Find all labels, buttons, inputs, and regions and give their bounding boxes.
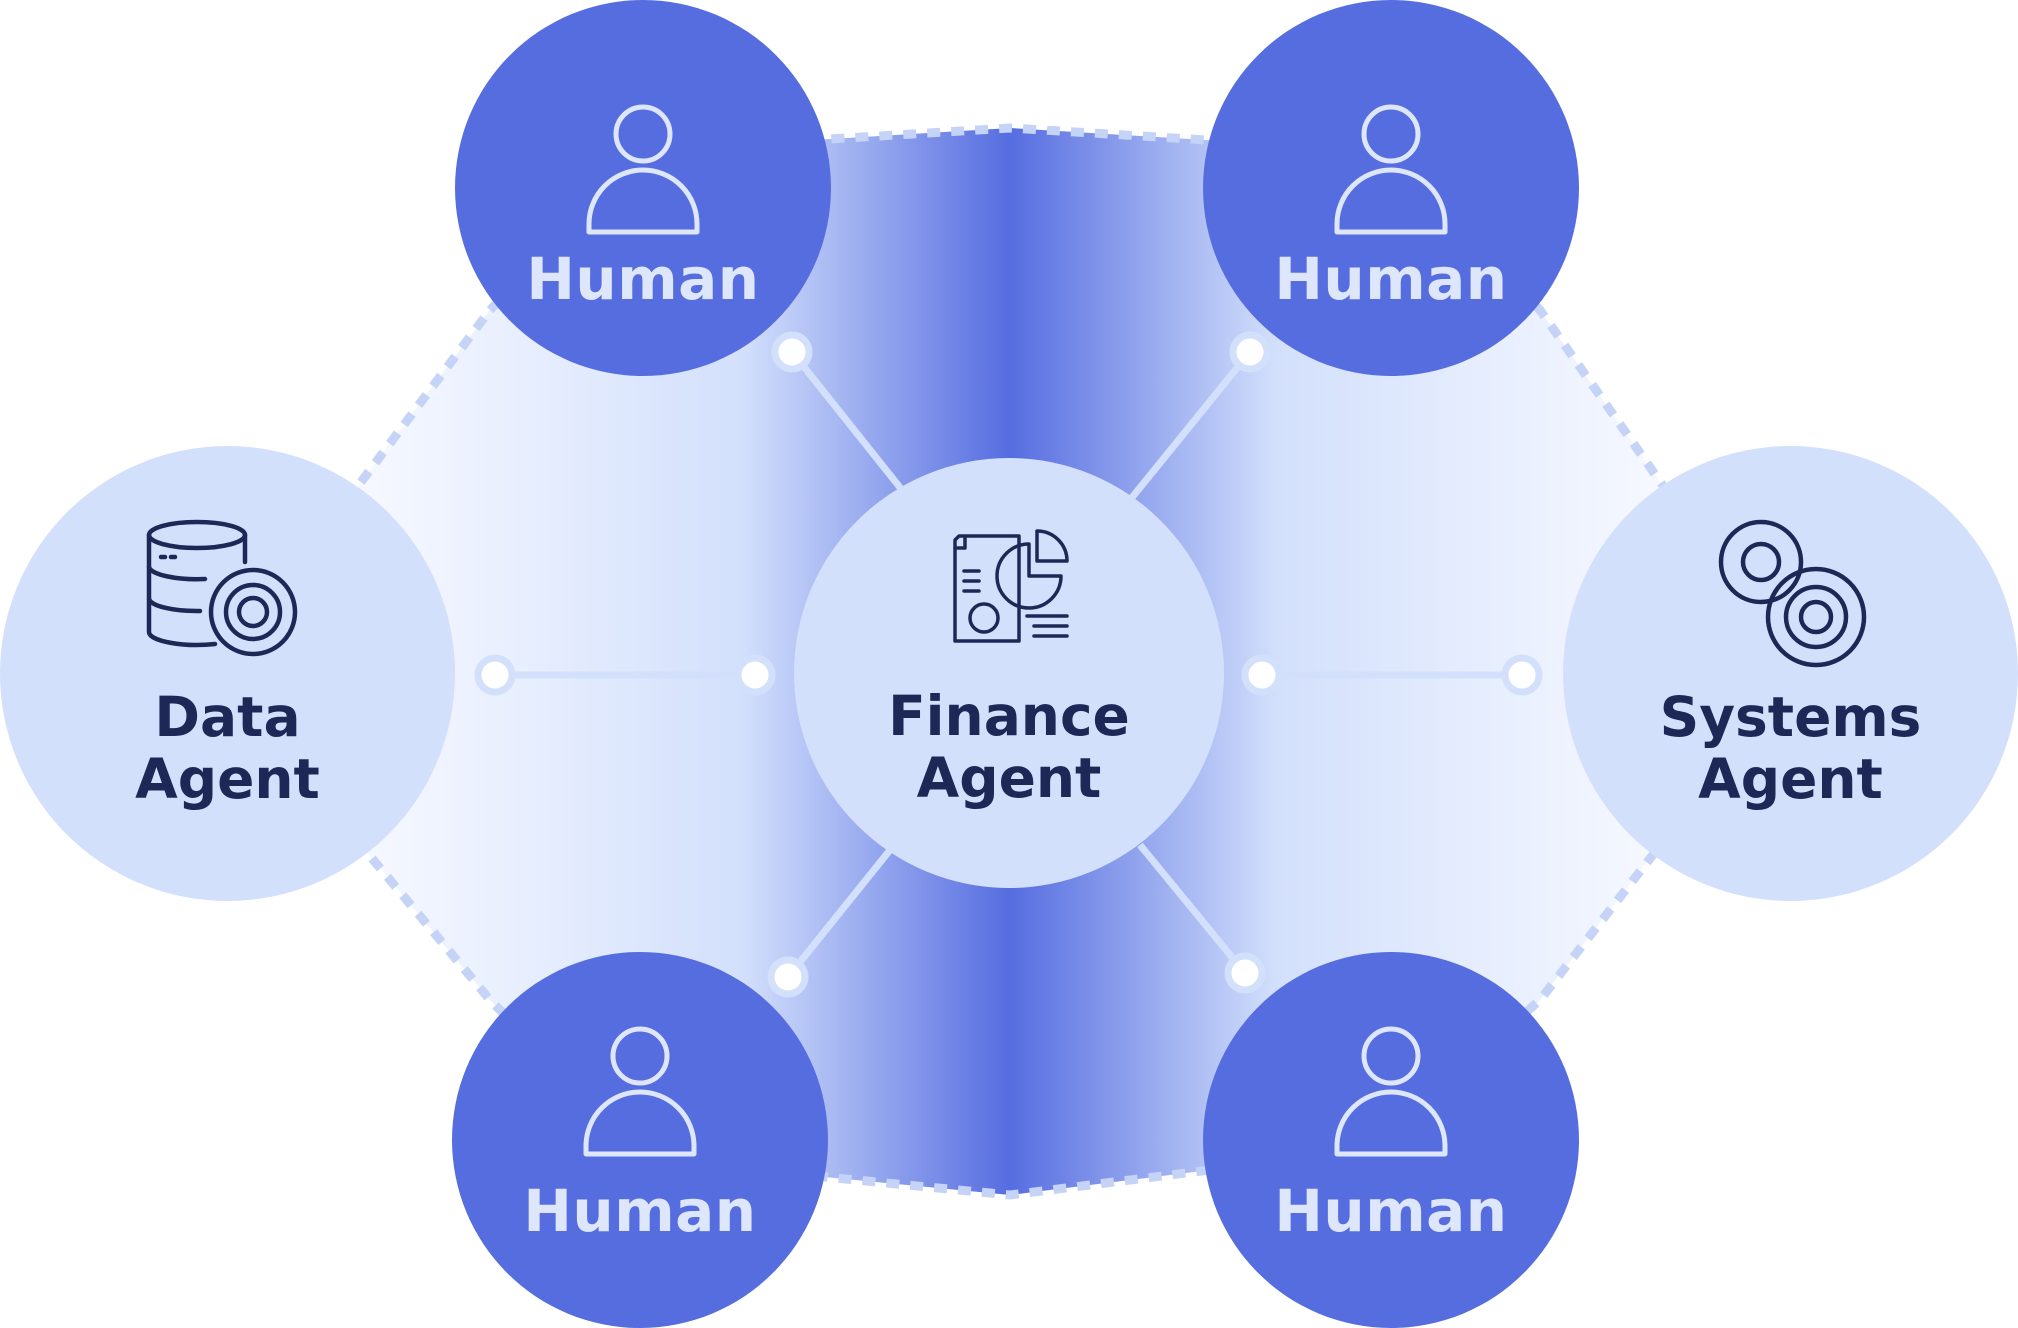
- connector-bottom-right: [1137, 842, 1248, 976]
- connector-node: [1229, 331, 1271, 373]
- connector-node: [771, 331, 813, 373]
- connector-node: [1224, 952, 1266, 994]
- human-label: Human: [523, 1177, 757, 1246]
- connector-node: [474, 654, 516, 696]
- database-gear-icon: [146, 519, 298, 657]
- connector-node: [1241, 654, 1283, 696]
- human-node-top-left: Human: [455, 0, 831, 376]
- human-node-bottom-right: Human: [1203, 952, 1579, 1328]
- human-label: Human: [1274, 245, 1508, 314]
- user-icon: [583, 1026, 697, 1157]
- connector-node: [734, 654, 776, 696]
- connector-node: [1501, 654, 1543, 696]
- user-icon: [1334, 104, 1448, 235]
- finance-agent-node: Finance Agent: [794, 458, 1224, 888]
- human-node-bottom-left: Human: [452, 952, 828, 1328]
- data-agent-label: Data Agent: [135, 684, 320, 811]
- connector-bottom-left: [785, 847, 893, 980]
- data-agent-node: Data Agent: [0, 446, 455, 901]
- user-icon: [1334, 1026, 1448, 1157]
- connector-top-left: [789, 349, 905, 493]
- connector-node: [767, 956, 809, 998]
- systems-agent-label: Systems Agent: [1659, 684, 1922, 811]
- human-node-top-right: Human: [1203, 0, 1579, 376]
- connector-top-right: [1127, 349, 1253, 503]
- dashed-outline: [335, 123, 1685, 1200]
- human-label: Human: [526, 245, 760, 314]
- finance-report-icon: [953, 529, 1069, 644]
- human-label: Human: [1274, 1177, 1508, 1246]
- systems-agent-node: Systems Agent: [1563, 446, 2018, 901]
- finance-agent-label: Finance Agent: [888, 684, 1130, 810]
- gears-icon: [1718, 519, 1866, 668]
- user-icon: [586, 104, 700, 235]
